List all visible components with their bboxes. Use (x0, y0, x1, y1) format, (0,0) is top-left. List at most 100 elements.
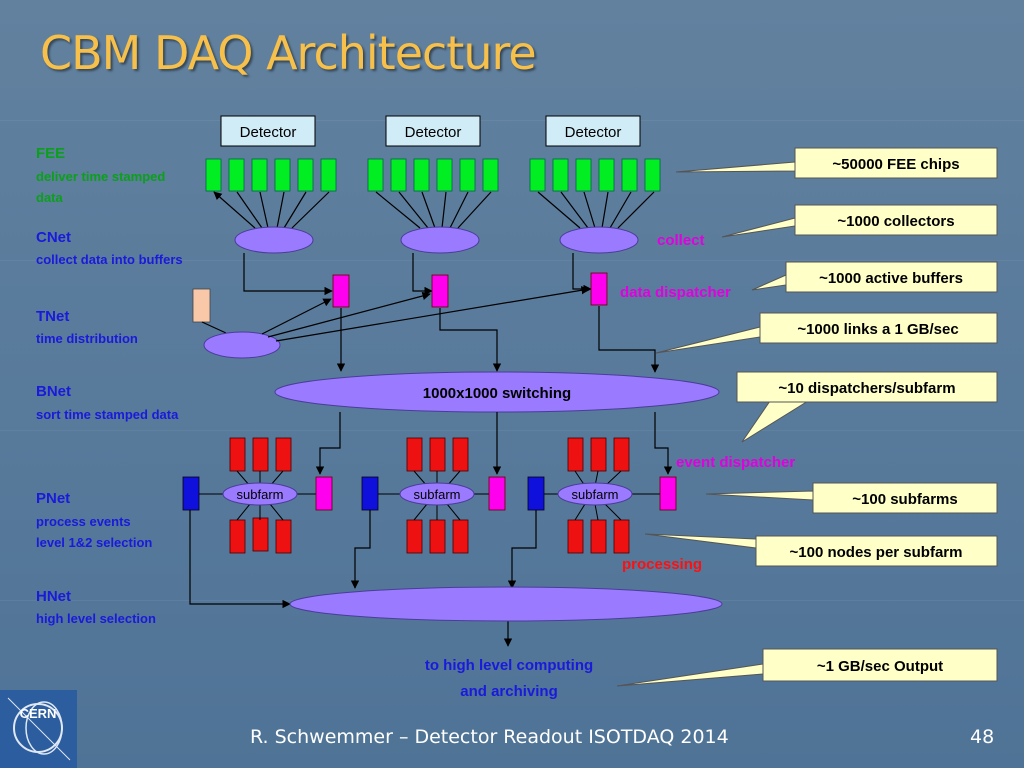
event-dispatcher (488, 476, 506, 511)
processing-node (613, 437, 630, 472)
callout-links-text: ~1000 links a 1 GB/sec (797, 321, 958, 338)
fee-desc-1: deliver time stamped (36, 169, 165, 184)
callout-fee-chips-text: ~50000 FEE chips (832, 156, 959, 173)
detector-box-2 (385, 115, 481, 147)
callout-nodes-text: ~100 nodes per subfarm (790, 544, 963, 561)
callout-collectors (794, 204, 998, 236)
fee-chips (205, 158, 661, 192)
processing-node (429, 519, 446, 554)
bnet-switch: 1000x1000 switching (274, 371, 720, 413)
collector-2 (400, 226, 480, 254)
buffer-2 (431, 274, 449, 308)
callout-subfarms-text: ~100 subfarms (852, 491, 957, 508)
tnet-distributor (203, 331, 281, 359)
bnet-desc: sort time stamped data (36, 407, 179, 422)
fee-chip (482, 158, 499, 192)
fee-chip (436, 158, 453, 192)
processing-node (406, 437, 423, 472)
subfarm-to-hnet (189, 510, 537, 647)
detector-label-1: Detector (240, 124, 297, 141)
fee-chip (598, 158, 615, 192)
processing-node (406, 519, 423, 554)
fee-chip (459, 158, 476, 192)
fee-chip (413, 158, 430, 192)
detector-box-3 (545, 115, 641, 147)
tnet-label: TNet (36, 308, 69, 325)
subfarm-link (574, 503, 586, 521)
subfarm-link (269, 503, 284, 521)
detector-label-3: Detector (565, 124, 622, 141)
detectors: Detector Detector Detector (220, 115, 641, 147)
fee-chip (367, 158, 384, 192)
subfarm-group-3: subfarm (527, 437, 677, 554)
subfarm-ellipse (557, 482, 633, 506)
subfarm-group-1: subfarm (182, 437, 333, 554)
switch-to-dispatchers (315, 412, 673, 475)
processing-node (252, 517, 269, 552)
processing-node (275, 519, 292, 554)
processing-node (429, 437, 446, 472)
processing-label: processing (622, 556, 702, 573)
buffer-3 (590, 272, 608, 306)
subfarm-link (236, 503, 251, 521)
data-dispatcher-label: data dispatcher (620, 284, 731, 301)
collectors (234, 226, 639, 254)
footer-text: R. Schwemmer – Detector Readout ISOTDAQ … (250, 726, 729, 748)
pnet-desc-1: process events (36, 514, 131, 529)
subfarm-label: subfarm (572, 487, 619, 502)
processing-node (613, 519, 630, 554)
fee-chip (552, 158, 569, 192)
subfarm-ellipse (399, 482, 475, 506)
tnet-source (192, 288, 211, 323)
hnet-desc: high level selection (36, 611, 156, 626)
callout-output-text: ~1 GB/sec Output (817, 658, 943, 675)
fee-chip (575, 158, 592, 192)
subfarm-label: subfarm (237, 487, 284, 502)
subfarm-link (413, 503, 428, 521)
switching-label: 1000x1000 switching (423, 385, 571, 402)
processing-node (590, 519, 607, 554)
collect-label: collect (657, 232, 705, 249)
event-dispatcher (315, 476, 333, 511)
subfarm-link (604, 503, 622, 521)
callout-active-buffers (785, 261, 998, 293)
callout-nodes (755, 535, 998, 567)
callout-collectors-text: ~1000 collectors (837, 213, 954, 230)
processing-node (590, 437, 607, 472)
output-text-2: and archiving (460, 683, 558, 700)
hnet-label: HNet (36, 588, 71, 605)
fee-chip (390, 158, 407, 192)
callout-subfarms (812, 482, 998, 514)
tnet (192, 286, 590, 359)
callout-output (762, 648, 998, 682)
processing-node (452, 519, 469, 554)
subfarm-output-node (361, 476, 379, 511)
fee-chip (251, 158, 268, 192)
callouts: ~50000 FEE chips ~1000 collectors ~1000 … (616, 147, 998, 687)
subfarm-output-node (527, 476, 545, 511)
fee-chip (297, 158, 314, 192)
processing-node (229, 437, 246, 472)
cnet-label: CNet (36, 229, 71, 246)
hnet-ellipse (289, 586, 723, 622)
collector-1 (234, 226, 314, 254)
fee-chip (320, 158, 337, 192)
event-dispatcher-label: event dispatcher (676, 454, 795, 471)
pnet-label: PNet (36, 490, 70, 507)
subfarm-link (446, 503, 461, 521)
cern-logo-text: CERN (19, 706, 57, 721)
processing-node (567, 437, 584, 472)
subfarm-output-node (182, 476, 200, 511)
subfarm-link (594, 503, 599, 521)
active-buffers (332, 272, 608, 308)
bnet-label: BNet (36, 383, 71, 400)
processing-node (229, 519, 246, 554)
detector-box-1 (220, 115, 316, 147)
processing-node (567, 519, 584, 554)
cern-logo-icon (7, 697, 71, 761)
processing-node (452, 437, 469, 472)
output-text-1: to high level computing (425, 657, 593, 674)
